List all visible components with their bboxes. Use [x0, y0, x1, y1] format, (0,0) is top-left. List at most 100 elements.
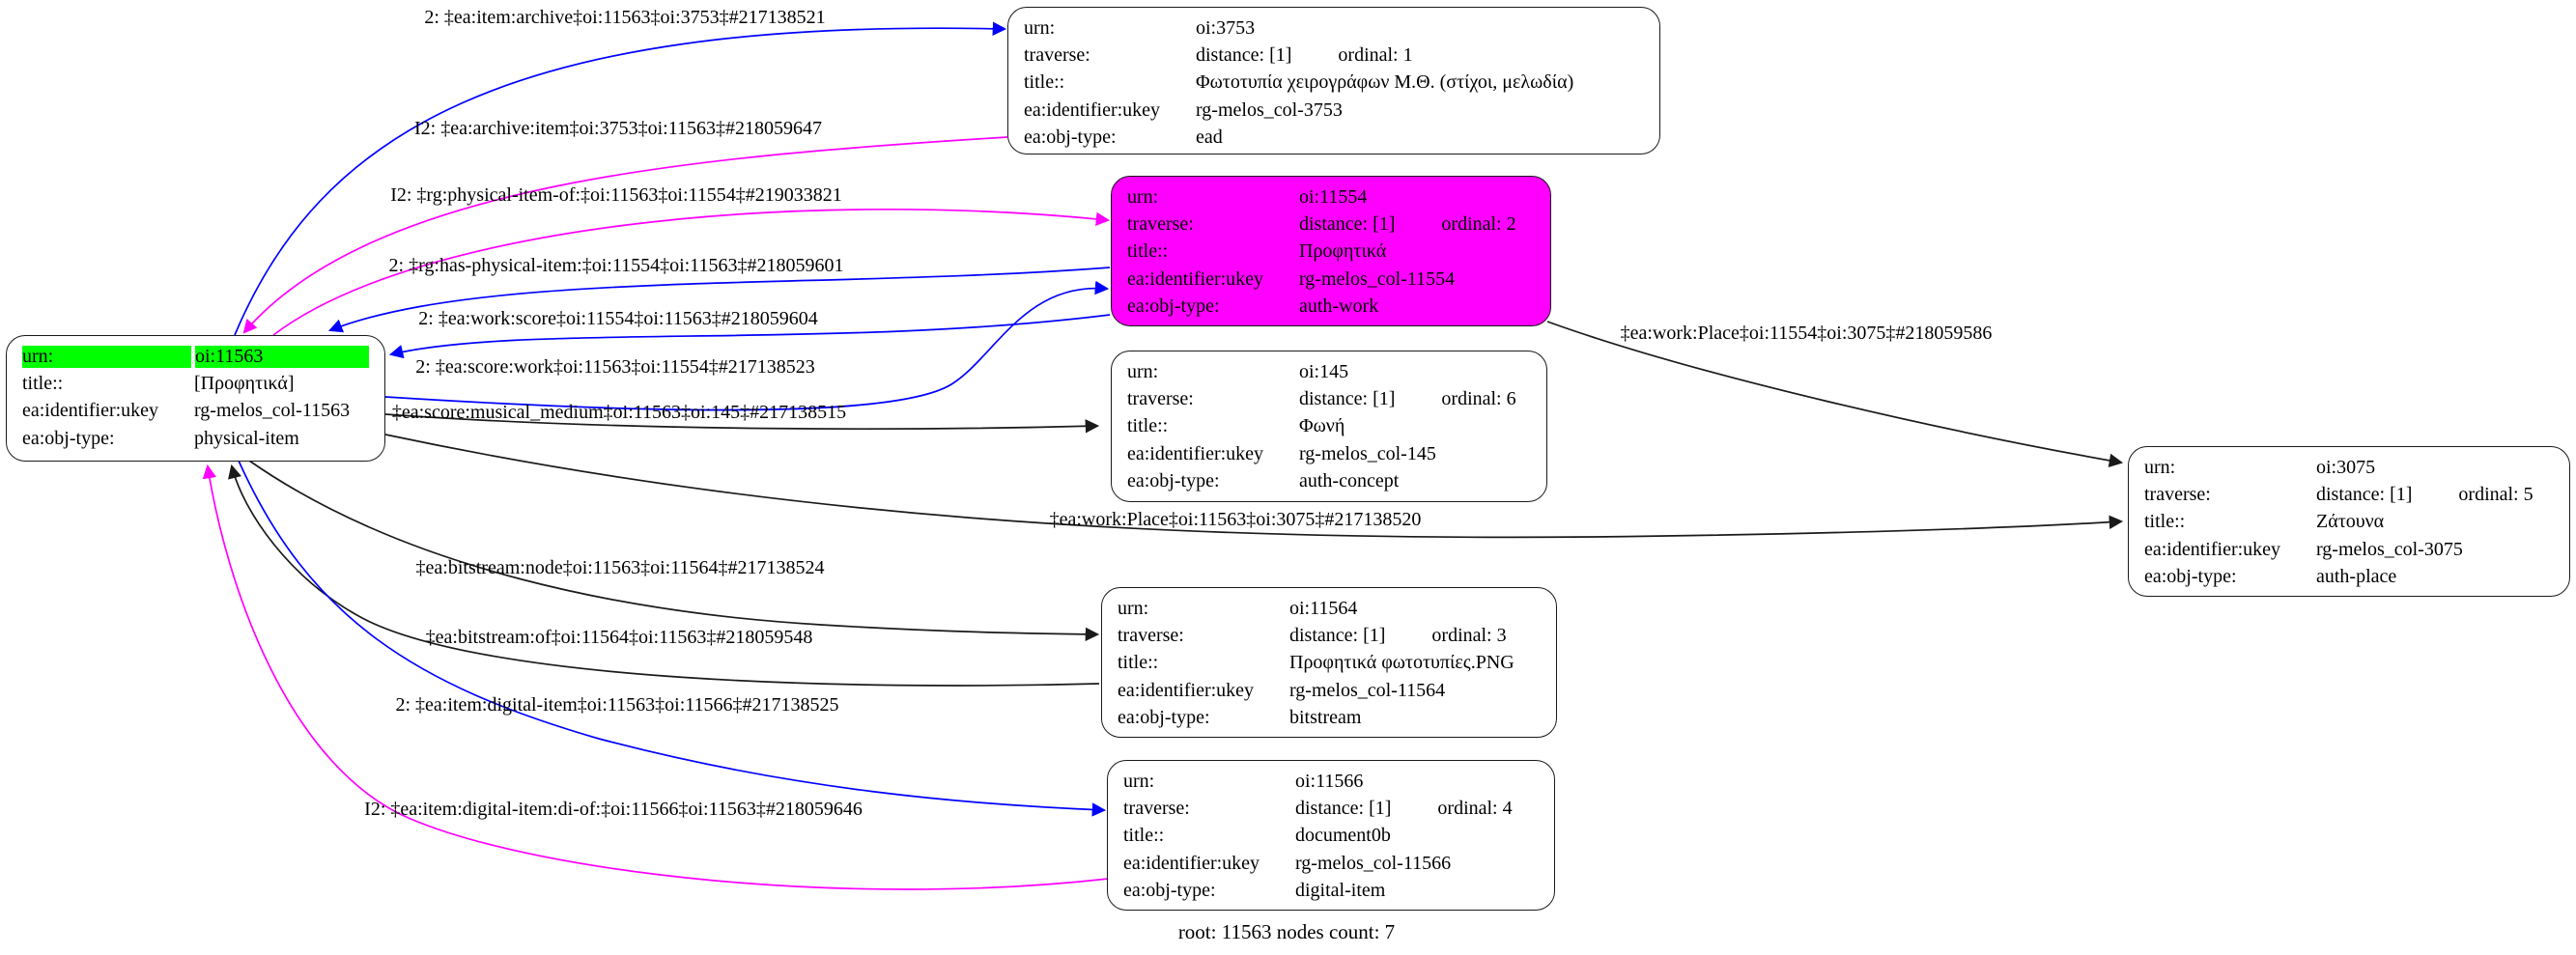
field-key: ea:obj-type:	[1123, 880, 1216, 902]
edge-label: 2: ‡ea:work:score‡oi:11554‡oi:11563‡#218…	[418, 308, 818, 329]
node-row-traverse: traverse:distance: [1]ordinal: 2	[1121, 211, 1541, 238]
node-oi-11554[interactable]: urn: oi:11554 traverse:distance: [1]ordin…	[1111, 176, 1551, 326]
field-value: rg-melos_col-3753	[1196, 98, 1343, 121]
edge-score-musical-medium	[384, 413, 1100, 434]
edge-work-place-11563	[384, 434, 2124, 539]
node-oi-3075[interactable]: urn:oi:3075 traverse: distance: [1] ordina…	[2128, 446, 2570, 597]
field-value: digital-item	[1295, 880, 1386, 902]
edge-bitstream-node	[248, 460, 1100, 642]
node-row-objtype: ea:obj-type: bitstream	[1112, 705, 1546, 732]
edge-label: 2: ‡ea:score:work‡oi:11563‡oi:11554‡#217…	[415, 356, 815, 378]
field-value: distance: [1]	[1299, 213, 1396, 236]
field-key: ea:identifier:ukey	[1024, 98, 1161, 121]
field-value: distance: [1]	[1299, 388, 1396, 410]
node-row-objtype: ea:obj-type:physical-item	[16, 425, 375, 452]
field-value: Προφητικά	[1299, 240, 1387, 263]
node-row-traverse: traverse:distance: [1]ordinal: 3	[1112, 622, 1546, 649]
field-key: ea:identifier:ukey	[22, 400, 159, 422]
edge-label: I2: ‡ea:archive:item‡oi:3753‡oi:11563‡#2…	[414, 118, 822, 139]
field-key: ea:obj-type:	[1118, 707, 1210, 729]
field-value: oi:11563	[195, 345, 369, 368]
node-row-title: title::document0b	[1118, 823, 1544, 850]
node-row-objtype: ea:obj-type: auth-place	[2138, 564, 2560, 591]
field-key: ea:identifier:ukey	[1123, 852, 1260, 874]
field-key: urn:	[1024, 16, 1056, 39]
node-row-urn: urn:oi:11566	[1118, 768, 1544, 795]
node-row-urn: urn: oi:11554	[1121, 183, 1541, 211]
field-value: ordinal: 4	[1437, 798, 1513, 820]
edge-label: I2: ‡rg:physical-item-of:‡oi:11563‡oi:11…	[390, 184, 842, 206]
edge-item-archive	[234, 21, 1007, 336]
node-oi-3753[interactable]: urn:oi:3753 traverse:distance: [1]ordina…	[1007, 7, 1660, 154]
field-value: oi:11554	[1299, 185, 1368, 208]
edge-label: ‡ea:bitstream:of‡oi:11564‡oi:11563‡#2180…	[425, 627, 813, 648]
field-value: distance: [1]	[1289, 625, 1386, 647]
edge-label: ‡ea:bitstream:node‡oi:11563‡oi:11564‡#21…	[415, 557, 825, 578]
field-key: urn:	[1127, 185, 1159, 208]
field-key: ea:identifier:ukey	[2144, 538, 2281, 560]
field-value: rg-melos_col-11554	[1299, 267, 1456, 290]
edge-work-place-11554	[1546, 321, 2124, 467]
node-row-urn: urn:oi:145	[1121, 358, 1537, 385]
field-value: Ζάτουνα	[2316, 511, 2385, 533]
field-key: ea:obj-type:	[1127, 295, 1220, 318]
node-row-objtype: ea:obj-type:ead	[1018, 125, 1650, 152]
node-row-traverse: traverse: distance: [1] ordinal: 4	[1118, 795, 1544, 822]
node-row-traverse: traverse:distance: [1]ordinal: 1	[1018, 42, 1650, 69]
field-key: traverse:	[1024, 44, 1090, 67]
node-row-ukey: ea:identifier:ukey rg-melos_col-3753	[1018, 97, 1650, 124]
field-key: urn:	[1127, 360, 1159, 382]
field-key: ea:obj-type:	[1127, 470, 1220, 492]
field-value: auth-place	[2316, 566, 2397, 588]
node-oi-11563[interactable]: urn:oi:11563 title::[Προφητικά] ea:ident…	[6, 335, 385, 462]
edge-label: 2: ‡ea:item:digital-item‡oi:11563‡oi:115…	[395, 694, 839, 716]
field-key: ea:obj-type:	[2144, 566, 2237, 588]
field-key: urn:	[2144, 456, 2176, 478]
field-key: urn:	[1118, 597, 1149, 619]
field-value: oi:3753	[1196, 16, 1256, 39]
field-key: ea:obj-type:	[1024, 126, 1117, 149]
field-key: ea:obj-type:	[22, 427, 115, 449]
edge-work-score	[388, 314, 1111, 359]
node-row-objtype: ea:obj-type: auth-work	[1121, 294, 1541, 321]
field-value: distance: [1]	[2316, 484, 2413, 506]
field-value: ordinal: 5	[2458, 484, 2534, 506]
node-row-title: title::Φωτοτυπία χειρογράφων Μ.Θ. (στίχο…	[1018, 70, 1650, 97]
node-row-title: title::[Προφητικά]	[16, 370, 375, 397]
field-value: distance: [1]	[1196, 44, 1292, 67]
field-key: traverse:	[1123, 798, 1190, 820]
field-value: ordinal: 6	[1441, 388, 1516, 410]
node-oi-11566[interactable]: urn:oi:11566 traverse: distance: [1] ordin…	[1107, 760, 1555, 911]
field-key: title::	[2144, 511, 2186, 533]
edge-label: ‡ea:score:musical_medium‡oi:11563‡oi:145…	[391, 402, 847, 423]
edge-score-work	[384, 280, 1110, 411]
edge-physical-item-of	[272, 208, 1111, 336]
field-key: title::	[1127, 240, 1169, 263]
field-value: rg-melos_col-11566	[1295, 852, 1452, 874]
node-row-traverse: traverse:distance: [1]ordinal: 6	[1121, 385, 1537, 412]
field-key: title::	[22, 373, 64, 395]
node-row-urn: urn:oi:3075	[2138, 454, 2560, 481]
node-row-title: title::Ζάτουνα	[2138, 509, 2560, 536]
edge-bitstream-of	[228, 463, 1100, 687]
field-value: Φωνή	[1299, 415, 1345, 437]
edge-digital-item-di-of	[202, 463, 1109, 890]
field-key: ea:identifier:ukey	[1118, 679, 1255, 701]
field-value: oi:11564	[1289, 597, 1358, 619]
field-value: distance: [1]	[1295, 798, 1392, 820]
node-row-traverse: traverse: distance: [1] ordinal: 5	[2138, 481, 2560, 508]
field-value: Προφητικά φωτοτυπίες.PNG	[1289, 652, 1514, 674]
field-value: auth-work	[1299, 295, 1379, 318]
node-oi-11564[interactable]: urn: oi:11564 traverse:distance: [1]ordin…	[1101, 587, 1557, 738]
field-value: bitstream	[1289, 707, 1362, 729]
field-value: rg-melos_col-3075	[2316, 538, 2463, 560]
node-oi-145[interactable]: urn:oi:145 traverse:distance: [1]ordinal…	[1111, 351, 1547, 502]
field-key: ea:identifier:ukey	[1127, 442, 1264, 464]
node-row-objtype: ea:obj-type: digital-item	[1118, 878, 1544, 905]
field-key: title::	[1118, 652, 1159, 674]
node-row-title: title::Προφητικά	[1121, 239, 1541, 266]
field-key: traverse:	[2144, 484, 2211, 506]
field-value: document0b	[1295, 825, 1391, 847]
edge-label: 2: ‡ea:item:archive‡oi:11563‡oi:3753‡#21…	[424, 7, 826, 28]
